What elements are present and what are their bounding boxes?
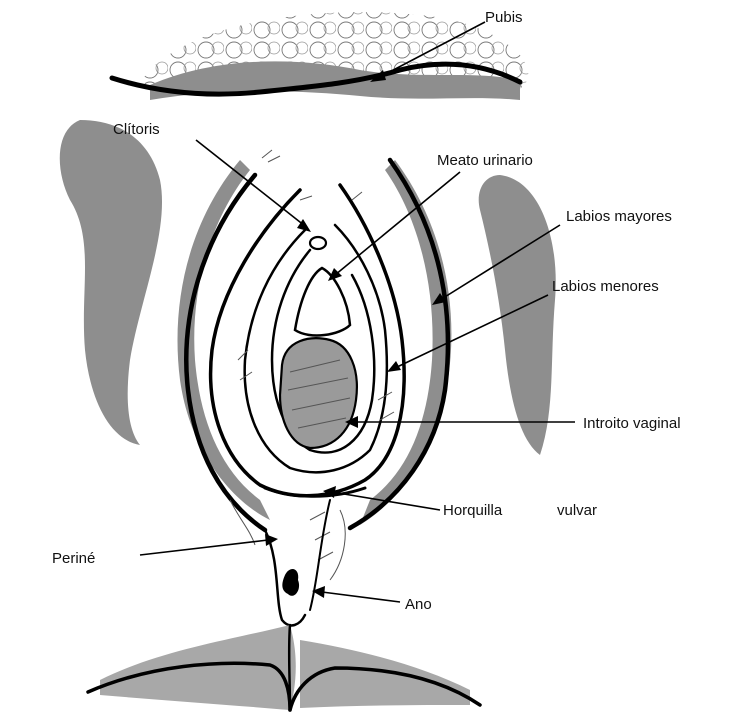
label-labios-menores: Labios menores [552,278,659,295]
label-introito-vaginal: Introito vaginal [583,415,681,432]
label-perine: Periné [52,550,95,567]
label-labios-mayores: Labios mayores [566,208,672,225]
label-meato-urinario: Meato urinario [437,152,533,169]
pubic-hair-illustration [112,12,528,100]
leader-perine [140,540,268,555]
label-pubis: Pubis [485,9,523,26]
label-vulvar: vulvar [557,502,597,519]
label-ano: Ano [405,596,432,613]
buttocks-illustration [88,625,480,710]
leader-ano [322,592,400,602]
label-clitoris: Clítoris [113,121,160,138]
arrowhead-labios-menores [387,361,401,372]
right-thigh-shading [479,175,556,455]
label-horquilla: Horquilla [443,502,503,519]
left-thigh-shading [60,120,162,445]
